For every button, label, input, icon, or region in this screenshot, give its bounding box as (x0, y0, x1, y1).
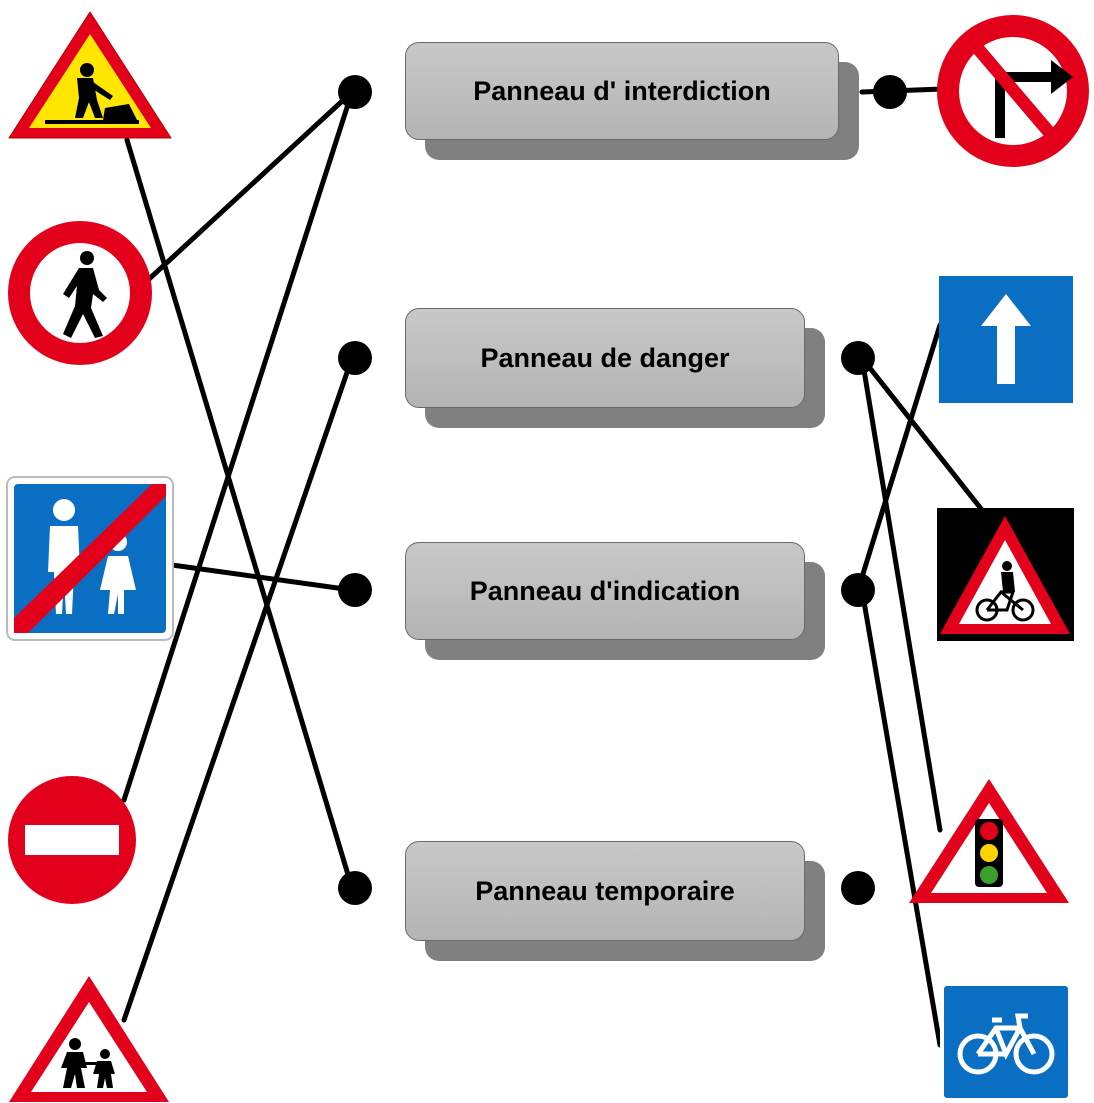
line-cyclistes-danger (859, 355, 985, 513)
category-danger: Panneau de danger (405, 308, 805, 408)
one-way-sign-icon (939, 276, 1073, 403)
no-right-turn-sign-icon (937, 15, 1089, 167)
category-interdiction: Panneau d' interdiction (405, 42, 839, 140)
line-fin-zone-indication (169, 562, 355, 593)
traffic-lights-warning-sign-icon (909, 779, 1069, 903)
category-temporaire: Panneau temporaire (405, 841, 805, 941)
cyclists-warning-sign-icon (937, 508, 1074, 641)
children-crossing-sign-icon (9, 976, 169, 1102)
bicycle-path-sign-icon (940, 982, 1072, 1102)
line-feux-danger (859, 355, 943, 833)
end-pedestrian-zone-sign-icon (6, 476, 174, 641)
line-enfants-danger (121, 355, 355, 1023)
roadworks-sign-icon (8, 11, 172, 139)
line-sens-unique-indication (855, 322, 943, 593)
line-pietons-interdiction (145, 89, 355, 283)
no-entry-sign-icon (8, 776, 136, 904)
line-piste-cyclable-indication (859, 587, 943, 1048)
category-indication: Panneau d'indication (405, 542, 805, 640)
line-sens-interdit-interdiction (121, 89, 355, 803)
no-pedestrians-sign-icon (8, 221, 152, 365)
